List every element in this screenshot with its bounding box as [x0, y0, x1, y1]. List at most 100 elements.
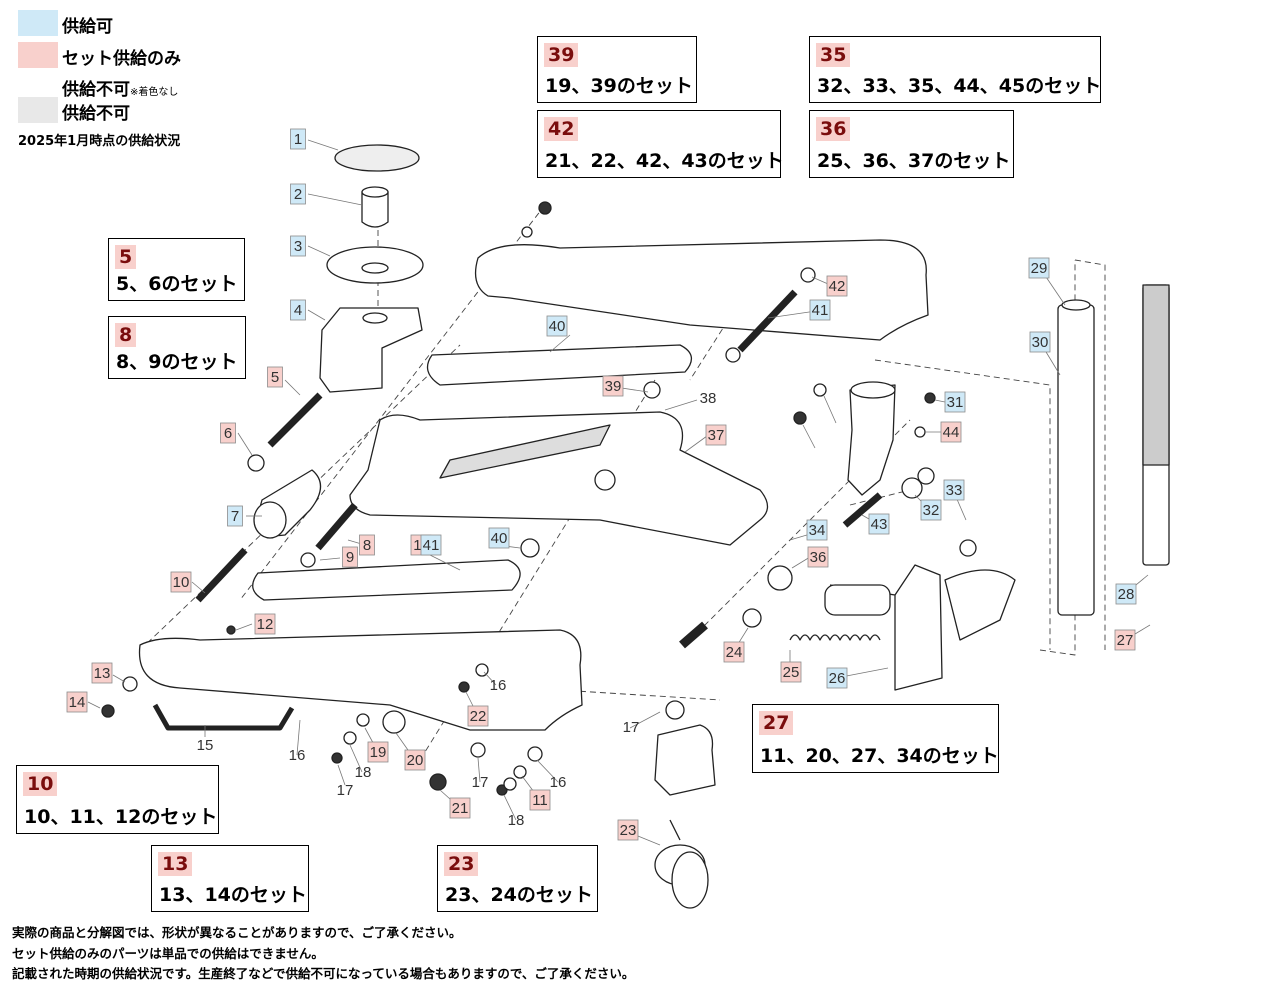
- set-box-42: 42 21、22、42、43のセット: [537, 110, 784, 178]
- part-label-text: 38: [700, 390, 717, 407]
- part-label-bg: [227, 505, 243, 527]
- part-label-2: 2: [290, 183, 306, 205]
- part-label-19: 19: [367, 741, 389, 763]
- footer-note-2: セット供給のみのパーツは単品での供給はできません。: [12, 946, 324, 961]
- set-box-8: 8 8、9のセット: [108, 316, 246, 379]
- part-label-bg: [940, 421, 962, 443]
- part-label-text: 40: [491, 530, 508, 547]
- part-label-text: 16: [289, 747, 306, 764]
- part-label-text: 36: [810, 549, 827, 566]
- set-box-desc: 8、9のセット: [116, 351, 238, 373]
- part-label-text: 21: [452, 800, 469, 817]
- part-label-44: 44: [940, 421, 962, 443]
- part-label-22: 22: [467, 705, 489, 727]
- part-label-text: 18: [355, 764, 372, 781]
- part-label-text: 17: [337, 782, 354, 799]
- part-label-text: 32: [923, 502, 940, 519]
- set-box-desc: 19、39のセット: [545, 75, 693, 97]
- part-label-bg: [617, 819, 639, 841]
- part-label-29: 29: [1028, 257, 1050, 279]
- footer-note-3: 記載された時期の供給状況です。生産終了などで供給不可になっている場合もありますの…: [12, 966, 635, 981]
- part-label-text: 24: [726, 644, 743, 661]
- part-label-bg: [1114, 629, 1136, 651]
- part-label-17: 17: [472, 774, 489, 791]
- part-label-text: 14: [69, 694, 86, 711]
- part-label-38: 38: [700, 390, 717, 407]
- set-box-num: 5: [115, 245, 137, 269]
- part-label-text: 15: [197, 737, 214, 754]
- part-label-text: 17: [472, 774, 489, 791]
- part-label-bg: [826, 667, 848, 689]
- part-label-bg: [254, 613, 276, 635]
- part-label-bg: [705, 424, 727, 446]
- part-label-15: 15: [197, 737, 214, 754]
- part-label-bg: [449, 797, 471, 819]
- part-label-bg: [826, 275, 848, 297]
- part-label-text: 34: [809, 522, 826, 539]
- set-box-num: 8: [115, 323, 137, 347]
- part-label-text: 7: [231, 508, 239, 525]
- part-label-40: 40: [488, 527, 510, 549]
- part-label-text: 20: [407, 752, 424, 769]
- set-box-desc: 5、6のセット: [116, 273, 238, 295]
- set-box-desc: 11、20、27、34のセット: [760, 745, 999, 767]
- legend-swatch-unavailable: [18, 97, 58, 123]
- part-label-text: 42: [829, 278, 846, 295]
- set-box-num: 27: [759, 711, 794, 735]
- set-box-desc: 32、33、35、44、45のセット: [817, 75, 1102, 97]
- set-box-35: 35 32、33、35、44、45のセット: [809, 36, 1101, 103]
- legend-swatch-available: [18, 10, 58, 36]
- part-label-text: 30: [1032, 334, 1049, 351]
- part-label-14: 14: [66, 691, 88, 713]
- legend-label-available: 供給可: [62, 17, 113, 37]
- set-box-num: 36: [816, 117, 851, 141]
- set-box-13: 13 13、14のセット: [151, 845, 309, 912]
- part-label-text: 23: [620, 822, 637, 839]
- part-label-text: 37: [708, 427, 725, 444]
- part-label-17: 17: [623, 719, 640, 736]
- part-label-bg: [467, 705, 489, 727]
- part-label-8: 8: [359, 534, 375, 556]
- footer-note-1: 実際の商品と分解図では、形状が異なることがありますので、ご了承ください。: [12, 925, 462, 940]
- part-label-text: 25: [783, 664, 800, 681]
- part-label-text: 19: [370, 744, 387, 761]
- set-box-num: 10: [23, 772, 58, 796]
- part-label-34: 34: [806, 519, 828, 541]
- part-label-text: 16: [490, 677, 507, 694]
- part-label-text: 41: [812, 302, 829, 319]
- part-label-bg: [1028, 257, 1050, 279]
- part-label-37: 37: [705, 424, 727, 446]
- part-label-text: 11: [532, 792, 548, 809]
- part-label-bg: [342, 546, 358, 568]
- part-label-9: 9: [342, 546, 358, 568]
- part-label-32: 32: [920, 499, 942, 521]
- part-label-text: 3: [294, 238, 302, 255]
- part-label-bg: [66, 691, 88, 713]
- part-label-text: 1: [294, 131, 302, 148]
- part-label-text: 29: [1031, 260, 1048, 277]
- part-label-bg: [91, 662, 113, 684]
- set-box-5: 5 5、6のセット: [108, 238, 245, 301]
- part-label-bg: [290, 128, 306, 150]
- part-label-text: 10: [173, 574, 190, 591]
- part-label-40: 40: [546, 315, 568, 337]
- part-label-text: 27: [1117, 632, 1134, 649]
- part-label-text: 39: [605, 378, 622, 395]
- part-label-text: 33: [946, 482, 963, 499]
- part-label-text: 16: [550, 774, 567, 791]
- part-label-6: 6: [220, 422, 236, 444]
- part-label-bg: [920, 499, 942, 521]
- part-label-1: 1: [290, 128, 306, 150]
- part-label-18: 18: [355, 764, 372, 781]
- set-box-num: 42: [544, 117, 579, 141]
- part-label-bg: [806, 519, 828, 541]
- part-label-text: 12: [257, 616, 274, 633]
- part-label-26: 26: [826, 667, 848, 689]
- part-label-17: 17: [337, 782, 354, 799]
- part-label-27: 27: [1114, 629, 1136, 651]
- part-label-bg: [807, 546, 829, 568]
- part-label-text: 17: [623, 719, 640, 736]
- set-box-num: 39: [544, 43, 579, 67]
- part-label-text: 44: [943, 424, 960, 441]
